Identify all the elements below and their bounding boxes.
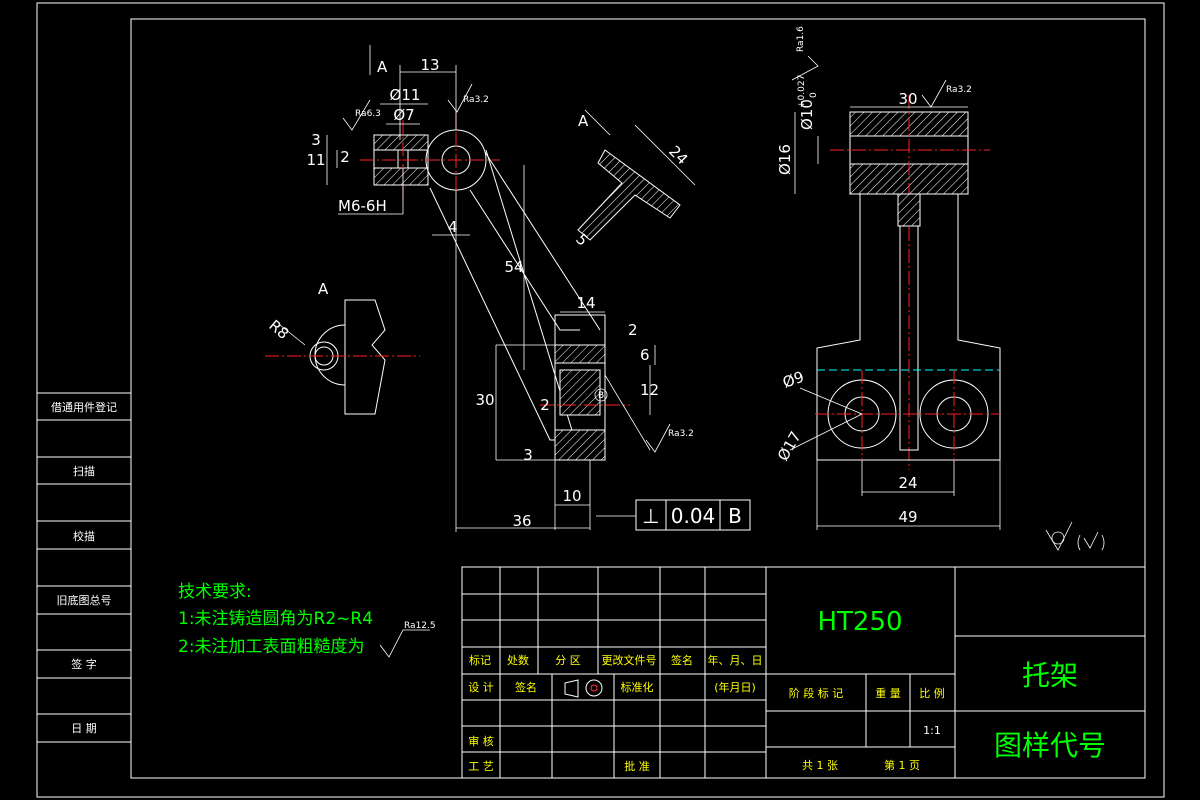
projection-symbol-icon [564, 679, 603, 698]
section-a-mark: A [578, 112, 589, 130]
side-label-2: 校描 [73, 529, 95, 543]
tol-value: 0.04 [671, 504, 716, 528]
dim-36: 36 [512, 512, 531, 530]
dim-r8: R8 [265, 316, 292, 343]
dim-14: 14 [576, 294, 595, 312]
tb-standard: 标准化 [621, 680, 654, 694]
dim-12: 12 [640, 381, 659, 399]
tol-datum: B [728, 504, 742, 528]
tb-sign2: 签名 [515, 680, 537, 694]
dim-7-dia: Ø7 [393, 106, 414, 124]
tech-line2: 2:未注加工表面粗糙度为 [178, 637, 365, 657]
outer-border [36, 2, 1165, 798]
dim-3: 3 [311, 131, 321, 149]
tb-date2: (年月日) [714, 680, 756, 694]
balloon-b: B [598, 391, 604, 401]
dim-m6: M6-6H [338, 197, 387, 215]
dim-24-b: 24 [898, 474, 917, 492]
dim-2b: 2 [628, 321, 638, 339]
tolerance-frame: ⊥ 0.04 B [596, 499, 751, 531]
tb-material: HT250 [817, 607, 902, 637]
tb-mark: 标记 [469, 653, 491, 667]
side-label-5: 日 期 [71, 722, 97, 735]
dim-24: 24 [665, 142, 691, 168]
tb-scale-label: 比 例 [919, 686, 945, 700]
tb-count: 处数 [507, 654, 529, 667]
side-label-3: 旧底图总号 [57, 593, 112, 607]
side-register: 借通用件登记 扫描 校描 旧底图总号 签 字 日 期 [37, 392, 131, 743]
tb-stage: 阶 段 标 记 [789, 686, 844, 700]
dim-2c: 2 [540, 396, 550, 414]
view-a: A R8 [265, 280, 420, 415]
rough-ra16: Ra1.6 [796, 26, 806, 52]
dim-11-dia: Ø11 [390, 86, 421, 104]
dim-6: 6 [640, 346, 650, 364]
dim-16-dia: Ø16 [776, 144, 794, 175]
dim-54: 54 [504, 258, 523, 276]
tb-signature: 签名 [671, 653, 693, 667]
rough-ra63: Ra6.3 [355, 109, 381, 119]
title-block: 标记 处数 分 区 更改文件号 签名 年、月、日 设 计 签名 标准化 (年月日… [461, 566, 1146, 779]
dim-5: 5 [572, 230, 591, 249]
view-label-a: A [318, 280, 329, 298]
dim-3b: 3 [523, 446, 533, 464]
dim-9-dia: Ø9 [780, 368, 806, 392]
section-a-view: A 24 5 [572, 109, 696, 250]
dim-49: 49 [898, 508, 917, 526]
rough-ra32-b: Ra3.2 [668, 429, 694, 439]
dim-10-tol: Ø10 [798, 99, 816, 130]
tb-drawing-code: 图样代号 [994, 729, 1106, 762]
dim-4: 4 [448, 218, 458, 236]
dim-10: 10 [562, 487, 581, 505]
tb-date: 年、月、日 [708, 653, 763, 667]
tb-approve: 批 准 [624, 759, 650, 773]
side-label-4: 签 字 [71, 657, 97, 671]
tb-change-doc: 更改文件号 [602, 653, 657, 667]
rough-ra32-c: Ra3.2 [946, 85, 972, 95]
tech-requirements: 技术要求: 1:未注铸造圆角为R2~R4 2:未注加工表面粗糙度为 Ra12.5 [178, 582, 436, 658]
section-label-a: A [377, 58, 388, 76]
rough-ra32-a: Ra3.2 [463, 95, 489, 105]
tol-upper: +0.027 [797, 75, 807, 108]
tb-process: 工 艺 [468, 760, 494, 773]
tb-review: 审 核 [468, 734, 494, 748]
tol-lower: 0 [809, 92, 819, 98]
tb-part-name: 托架 [1022, 659, 1078, 692]
dim-30: 30 [475, 391, 494, 409]
dim-30-top: 30 [898, 90, 917, 108]
tb-scale: 1:1 [923, 724, 941, 737]
front-view: 13 Ø11 Ø7 11 3 2 M6-6H 4 54 14 2 6 12 30… [306, 45, 694, 532]
side-label-1: 扫描 [73, 464, 95, 478]
dim-2: 2 [340, 148, 350, 166]
side-label-0: 借通用件登记 [51, 400, 117, 414]
general-roughness-symbol [1045, 521, 1105, 551]
tb-zone: 分 区 [555, 654, 581, 667]
tech-roughness-note: Ra12.5 [404, 621, 436, 631]
tb-sheet-total: 共 1 张 [802, 759, 838, 772]
side-view: 30 Ra3.2 Ø10 +0.027 0 Ra1.6 Ø16 Ø9 Ø17 2… [774, 26, 1001, 530]
dim-17-dia: Ø17 [774, 428, 805, 464]
tb-weight: 重 量 [875, 686, 901, 700]
tech-title: 技术要求: [178, 582, 252, 602]
tol-symbol: ⊥ [642, 504, 659, 528]
tech-line1: 1:未注铸造圆角为R2~R4 [178, 609, 373, 629]
tb-design: 设 计 [468, 681, 494, 694]
dim-13: 13 [420, 56, 439, 74]
tb-sheet-no: 第 1 页 [884, 758, 920, 772]
dim-11: 11 [306, 151, 325, 169]
